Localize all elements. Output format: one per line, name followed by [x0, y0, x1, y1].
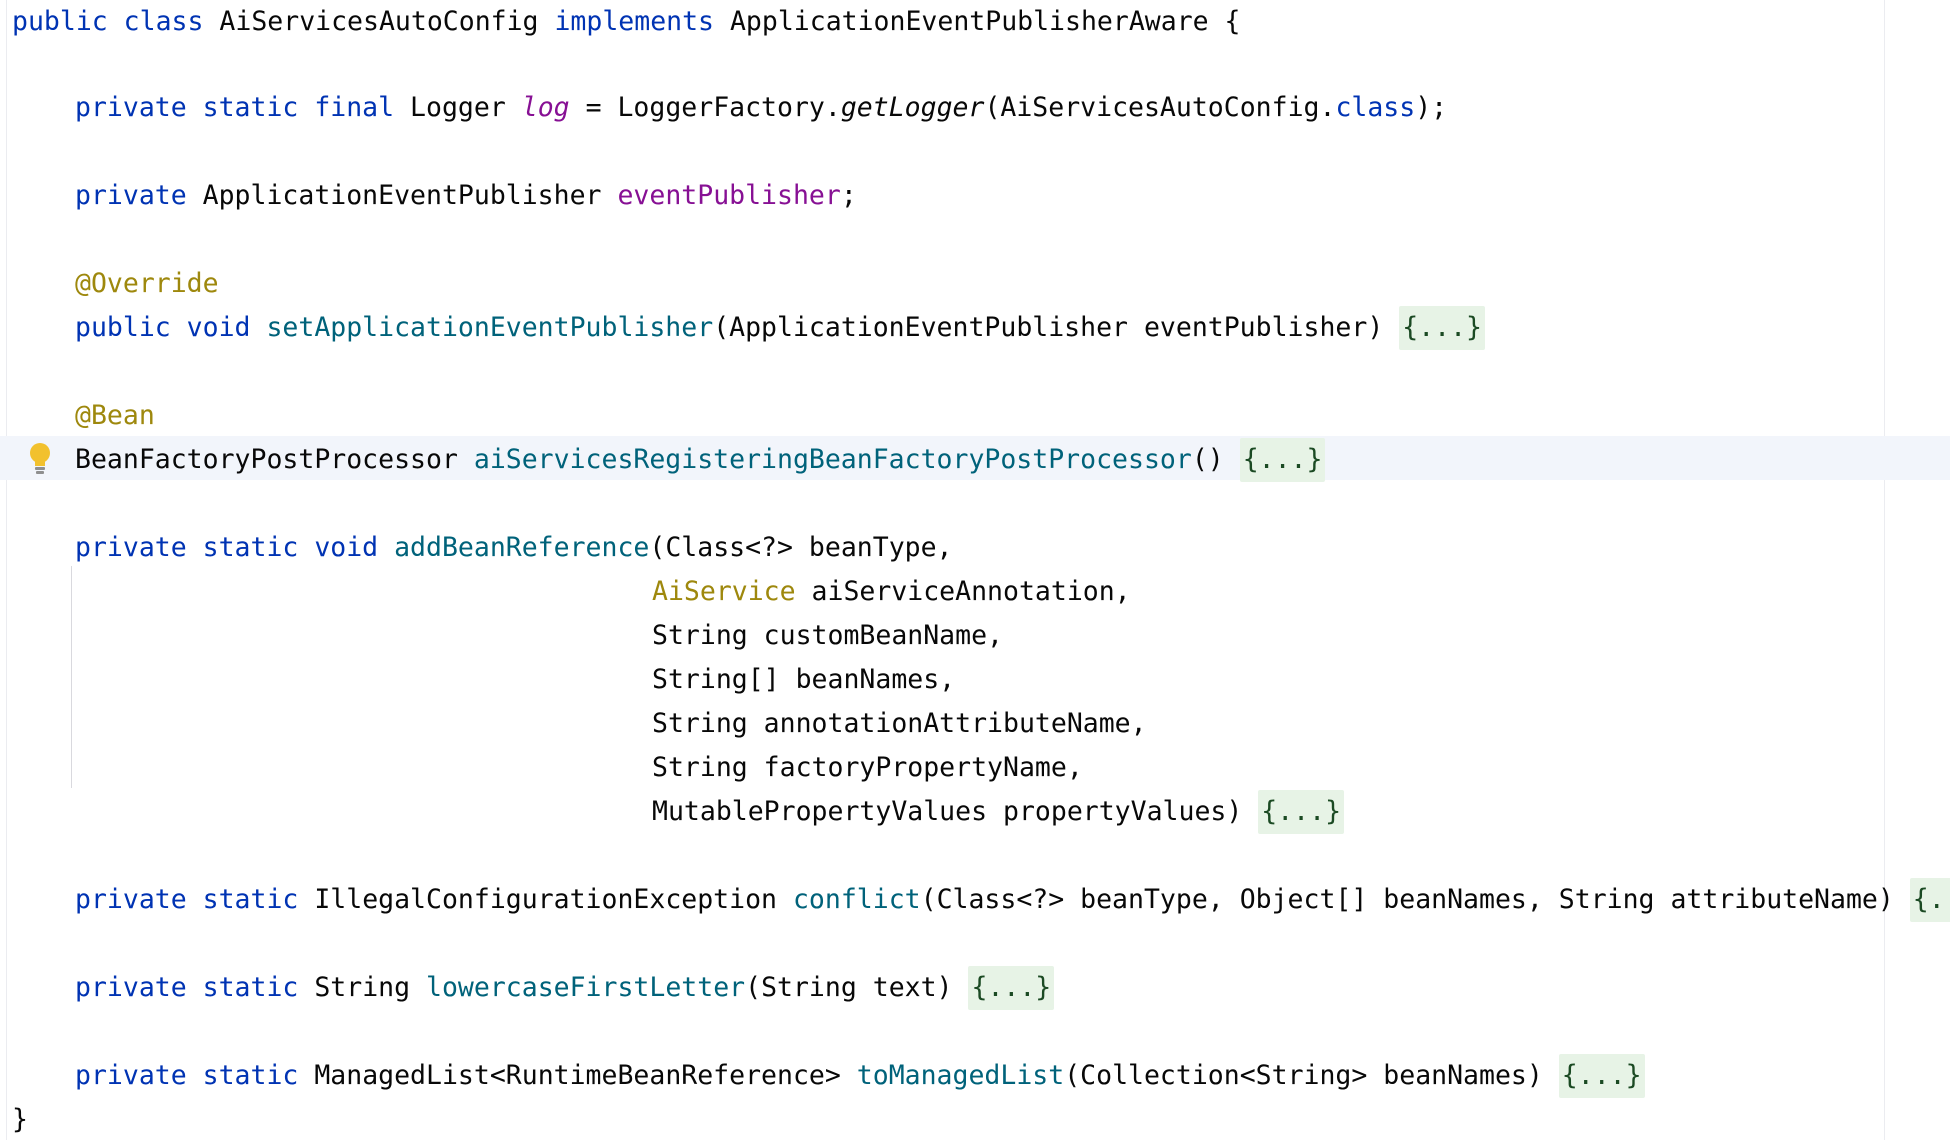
code-token: Logger	[410, 92, 522, 123]
code-line[interactable]: AiService aiServiceAnnotation,	[0, 570, 1950, 614]
code-token: String customBeanName,	[652, 620, 1003, 651]
code-token: AiService	[652, 576, 812, 607]
code-line[interactable]: private static final Logger log = Logger…	[0, 86, 1950, 130]
code-token: (Class<?> beanType, Object[] beanNames, …	[920, 884, 1910, 915]
code-token: public void	[75, 312, 267, 343]
code-token: AiServicesAutoConfig	[219, 6, 555, 37]
code-token: (Collection<String> beanNames)	[1064, 1060, 1559, 1091]
gutter-border	[6, 0, 7, 1140]
code-token: }	[12, 1104, 28, 1135]
code-token: aiServicesRegisteringBeanFactoryPostProc…	[473, 444, 1192, 475]
code-token: ;	[840, 180, 857, 211]
code-line[interactable]: }	[0, 1098, 1950, 1142]
right-margin-guide	[1884, 0, 1885, 1140]
folded-block[interactable]: {...}	[968, 966, 1055, 1010]
code-token: public class	[12, 6, 220, 37]
code-token: @Override	[75, 268, 219, 299]
code-line[interactable]: BeanFactoryPostProcessor aiServicesRegis…	[0, 438, 1950, 482]
code-token: toManagedList	[856, 1060, 1065, 1091]
code-token: IllegalConfigurationException	[314, 884, 793, 915]
code-line[interactable]: @Override	[0, 262, 1950, 306]
code-token: (Class<?> beanType,	[649, 532, 953, 563]
code-line[interactable]: String[] beanNames,	[0, 658, 1950, 702]
indent-guide	[71, 566, 72, 788]
current-line-highlight	[0, 436, 1950, 480]
code-token: class	[1335, 92, 1416, 123]
code-token: String annotationAttributeName,	[652, 708, 1147, 739]
code-token: private	[75, 180, 203, 211]
code-line[interactable]: String customBeanName,	[0, 614, 1950, 658]
code-token: String[] beanNames,	[652, 664, 956, 695]
folded-block[interactable]: {...}	[1909, 878, 1950, 922]
code-token: private static	[75, 884, 315, 915]
code-token: conflict	[792, 884, 921, 915]
code-token: String factoryPropertyName,	[652, 752, 1083, 783]
code-line[interactable]: @Bean	[0, 394, 1950, 438]
code-line[interactable]: private static String lowercaseFirstLett…	[0, 966, 1950, 1010]
code-token: log	[521, 92, 570, 123]
code-token: getLogger	[840, 92, 985, 123]
code-line[interactable]: private static IllegalConfigurationExcep…	[0, 878, 1950, 922]
folded-block[interactable]: {...}	[1399, 306, 1486, 350]
code-token: setApplicationEventPublisher	[266, 312, 714, 343]
code-token: private static void	[75, 532, 395, 563]
code-token: (String text)	[745, 972, 969, 1003]
code-token: lowercaseFirstLetter	[426, 972, 746, 1003]
code-token: ()	[1191, 444, 1240, 475]
lightbulb-icon[interactable]	[26, 440, 54, 476]
code-line[interactable]: private ApplicationEventPublisher eventP…	[0, 174, 1950, 218]
code-line[interactable]: MutablePropertyValues propertyValues) {.…	[0, 790, 1950, 834]
code-token: = LoggerFactory.	[569, 92, 841, 123]
code-token: @Bean	[75, 400, 155, 431]
code-line[interactable]: String annotationAttributeName,	[0, 702, 1950, 746]
code-token: aiServiceAnnotation,	[811, 576, 1131, 607]
code-line[interactable]: public class AiServicesAutoConfig implem…	[0, 0, 1950, 44]
code-token: private static final	[75, 92, 411, 123]
code-token: addBeanReference	[394, 532, 650, 563]
code-token: ManagedList<RuntimeBeanReference>	[314, 1060, 857, 1091]
folded-block[interactable]: {...}	[1258, 790, 1345, 834]
code-token: ApplicationEventPublisherAware {	[729, 6, 1241, 37]
code-line[interactable]: private static void addBeanReference(Cla…	[0, 526, 1950, 570]
folded-block[interactable]: {...}	[1558, 1054, 1645, 1098]
code-token: (AiServicesAutoConfig.	[984, 92, 1336, 123]
code-token: (ApplicationEventPublisher eventPublishe…	[713, 312, 1400, 343]
code-line[interactable]: String factoryPropertyName,	[0, 746, 1950, 790]
code-token: MutablePropertyValues propertyValues)	[652, 796, 1259, 827]
folded-block[interactable]: {...}	[1239, 438, 1326, 482]
code-token: BeanFactoryPostProcessor	[75, 444, 474, 475]
code-token: private static	[75, 1060, 315, 1091]
code-token: String	[314, 972, 427, 1003]
code-token: );	[1415, 92, 1448, 123]
code-token: private static	[75, 972, 315, 1003]
code-token: implements	[554, 6, 730, 37]
code-line[interactable]: public void setApplicationEventPublisher…	[0, 306, 1950, 350]
code-line[interactable]: private static ManagedList<RuntimeBeanRe…	[0, 1054, 1950, 1098]
code-token: eventPublisher	[617, 180, 841, 211]
code-token: ApplicationEventPublisher	[202, 180, 618, 211]
